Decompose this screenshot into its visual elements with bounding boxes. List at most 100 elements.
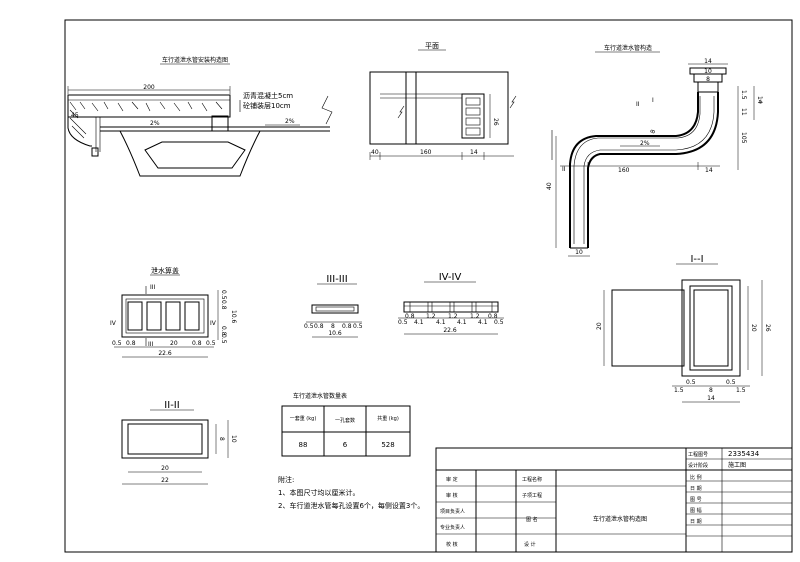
pipe-dim-14-right: 14 — [756, 96, 763, 104]
section4-dim-9: 0.8 — [488, 313, 498, 320]
grate-view: 泄水箅盖 III IV IV III 0.5 0.8 20 0.8 0.5 22… — [110, 266, 237, 358]
plan-dim-26: 26 — [492, 118, 499, 126]
grate-dim-b-2: 20 — [170, 340, 178, 347]
title-design-label: 设 计 — [524, 541, 536, 548]
section1-dim-26: 26 — [764, 324, 771, 332]
elevation-note-1: 沥青混凝土5cm — [243, 91, 293, 100]
sheet-frame — [64, 19, 793, 553]
section1-dim-1-5-left: 1.5 — [674, 387, 684, 394]
title-drawing-no-label: 工程图号 — [688, 451, 708, 458]
quantity-table-title: 车行道泄水管数量表 — [293, 392, 347, 400]
pipe-slope: 2% — [640, 140, 650, 147]
grate-dim-b-0: 0.5 — [112, 340, 122, 347]
quantity-header-0: 一套重 (kg) — [290, 415, 317, 422]
pipe-label-I-right: I — [760, 99, 762, 106]
section2-dim-20: 20 — [161, 465, 169, 472]
title-drawing-name: 车行道泄水管构造图 — [593, 515, 647, 523]
notes-item-2: 2、车行道泄水管每孔设置6个，每侧设置3个。 — [278, 501, 424, 510]
section3-dim-1: 0.8 — [314, 323, 324, 330]
title-side-4: 日 期 — [690, 519, 702, 525]
section4-dim-10: 0.5 — [494, 319, 504, 326]
section4-dim-7: 1.2 — [470, 313, 480, 320]
section2-title: II-II — [164, 400, 179, 411]
section1-dim-8: 8 — [709, 387, 713, 394]
section4-dim-3: 1.2 — [426, 313, 436, 320]
grate-dim-r-3: 0.8 — [220, 326, 227, 336]
section1-dim-20-right: 20 — [750, 324, 757, 332]
section-4-view: IV-IV 0.5 0.8 4.1 1.2 4.1 1.2 4.1 1.2 4.… — [398, 272, 504, 335]
title-row-3: 专业负责人 — [440, 524, 465, 531]
pipe-dim-14-top: 14 — [704, 58, 712, 65]
title-drawing-name-label: 图 名 — [526, 516, 538, 523]
section4-dim-1: 0.8 — [405, 313, 415, 320]
title-category: 施工图 — [728, 461, 746, 469]
quantity-cell-2: 528 — [381, 441, 394, 449]
grate-dim-b-4: 0.5 — [206, 340, 216, 347]
section1-dim-0-5-left: 0.5 — [686, 379, 696, 386]
title-side-0: 比 例 — [690, 474, 702, 481]
notes-item-1: 1、本图尺寸均以厘米计。 — [278, 488, 359, 497]
section3-dim-3: 0.8 — [342, 323, 352, 330]
pipe-dim-10-top: 10 — [704, 68, 712, 75]
quantity-header-2: 共重 (kg) — [377, 415, 399, 422]
grate-title: 泄水箅盖 — [151, 266, 179, 275]
notes-heading: 附注: — [278, 475, 294, 484]
section4-dim-8: 4.1 — [478, 319, 488, 326]
section1-dim-1-5-right: 1.5 — [736, 387, 746, 394]
pipe-label-II-top: II — [636, 101, 640, 108]
title-row-2: 项目负责人 — [440, 508, 465, 515]
title-drawing-no: 2335434 — [728, 450, 760, 458]
section4-dim-5: 1.2 — [448, 313, 458, 320]
plan-dim-40: 40 — [371, 149, 379, 156]
section1-dim-0-5-right: 0.5 — [726, 379, 736, 386]
plan-title: 平面 — [425, 42, 439, 50]
elevation-note-2: 砼铺装层10cm — [243, 101, 291, 110]
pipe-dim-8-top: 8 — [706, 76, 710, 83]
plan-dim-14: 14 — [470, 149, 478, 156]
elevation-slope-left: 2% — [150, 120, 160, 127]
section3-dim-4: 0.5 — [353, 323, 363, 330]
section2-dim-10: 10 — [230, 435, 237, 443]
section1-dim-14: 14 — [707, 395, 715, 402]
section1-title: I--I — [690, 254, 703, 265]
pipe-view: 车行道泄水管构造 14 10 8 1.5 11 105 14 I I II 8 … — [546, 44, 763, 257]
section4-dim-4: 4.1 — [436, 319, 446, 326]
title-subproject-label: 子项工程 — [522, 492, 542, 499]
title-category-label: 设计阶段 — [688, 462, 708, 469]
plan-dim-160: 160 — [420, 149, 432, 156]
section-1-view: I--I 20 20 26 1.5 0.5 8 0.5 1.5 14 — [596, 254, 771, 403]
title-side-2: 图 号 — [690, 497, 702, 503]
quantity-cell-1: 6 — [343, 441, 348, 449]
pipe-label-I-left: I — [652, 97, 654, 104]
quantity-table: 车行道泄水管数量表 一套重 (kg) 一孔套数 共重 (kg) 88 6 528 — [281, 392, 411, 457]
grate-label-IV-left: IV — [110, 320, 117, 327]
elevation-title: 车行道泄水管安装构造图 — [162, 56, 228, 64]
title-side-1: 日 期 — [690, 486, 702, 492]
quantity-header-1: 一孔套数 — [335, 417, 355, 424]
title-row-4: 校 核 — [446, 541, 458, 548]
grate-dim-b-3: 0.8 — [192, 340, 202, 347]
grate-dim-b-1: 0.8 — [126, 340, 136, 347]
section3-dim-2: 8 — [331, 323, 335, 330]
section-2-view: II-II 8 10 20 22 — [121, 400, 237, 485]
pipe-title: 车行道泄水管构造 — [604, 44, 652, 52]
notes: 附注: 1、本图尺寸均以厘米计。 2、车行道泄水管每孔设置6个，每侧设置3个。 — [278, 475, 424, 510]
section2-dim-22: 22 — [161, 477, 169, 484]
pipe-dim-1-5: 1.5 — [740, 90, 747, 100]
section4-dim-2: 4.1 — [414, 319, 424, 326]
grate-dim-total: 22.6 — [158, 350, 172, 357]
grate-dim-r-2: 10.6 — [230, 310, 237, 324]
section3-dim-0: 0.5 — [304, 323, 314, 330]
grate-dim-r-4: 0.5 — [220, 334, 227, 344]
elevation-slope-right: 2% — [285, 118, 295, 125]
pipe-dim-14-bottom: 14 — [705, 167, 713, 174]
grate-dim-r-0: 0.5 — [220, 290, 227, 300]
pipe-dim-8-mid: 8 — [649, 129, 657, 135]
section4-dim-total: 22.6 — [443, 327, 457, 334]
section4-dim-0: 0.5 — [398, 319, 408, 326]
title-row-0: 审 定 — [446, 476, 458, 483]
grate-label-III-bottom: III — [148, 341, 154, 348]
section3-dim-total: 10.6 — [328, 330, 342, 337]
section-3-view: III-III 0.5 0.8 8 0.8 0.5 10.6 — [304, 274, 363, 338]
